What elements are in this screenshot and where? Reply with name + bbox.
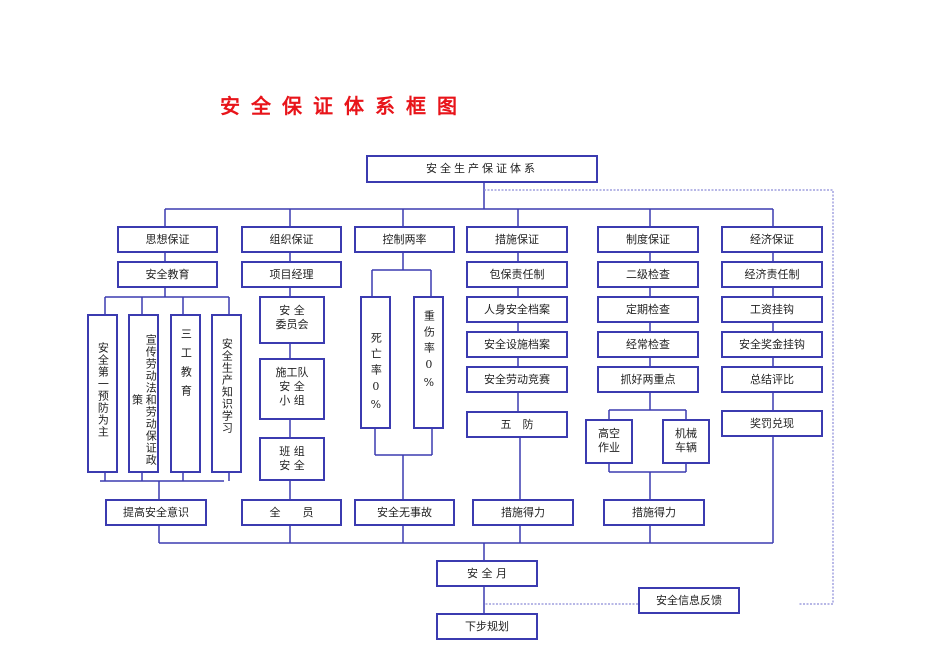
- node-fatality-rate: 死亡率0%: [360, 296, 391, 429]
- node-personal-safety-file: 人身安全档案: [466, 296, 568, 323]
- node-safety-feedback: 安全信息反馈: [638, 587, 740, 614]
- node-labor-law: 宣传劳动法和劳动保证政策: [128, 314, 159, 473]
- node-machinery-vehicles: 机械 车辆: [662, 419, 710, 464]
- node-safety-month: 安 全 月: [436, 560, 538, 587]
- result-no-accident: 安全无事故: [354, 499, 455, 526]
- node-facility-file: 安全设施档案: [466, 331, 568, 358]
- node-summary-evaluation: 总结评比: [721, 366, 823, 393]
- node-crew-safety: 班 组 安 全: [259, 437, 325, 481]
- node-safety-education: 安全教育: [117, 261, 218, 288]
- node-economic-responsibility: 经济责任制: [721, 261, 823, 288]
- header-economic: 经济保证: [721, 226, 823, 253]
- header-ideology: 思想保证: [117, 226, 218, 253]
- node-two-level-check: 二级检查: [597, 261, 699, 288]
- node-two-key-points: 抓好两重点: [597, 366, 699, 393]
- node-labor-competition: 安全劳动竞赛: [466, 366, 568, 393]
- node-injury-rate: 重伤率0%: [413, 296, 444, 429]
- node-periodic-check: 定期检查: [597, 296, 699, 323]
- node-five-prevention: 五 防: [466, 411, 568, 438]
- node-team-safety-group: 施工队 安 全 小 组: [259, 358, 325, 420]
- header-control-rates: 控制两率: [354, 226, 455, 253]
- node-next-plan: 下步规划: [436, 613, 538, 640]
- node-high-altitude-work: 高空 作业: [585, 419, 633, 464]
- header-organization: 组织保证: [241, 226, 342, 253]
- result-raise-awareness: 提高安全意识: [105, 499, 207, 526]
- header-measures: 措施保证: [466, 226, 568, 253]
- header-system: 制度保证: [597, 226, 699, 253]
- node-responsibility-system: 包保责任制: [466, 261, 568, 288]
- node-safety-committee: 安 全 委员会: [259, 296, 325, 344]
- node-safety-first: 安全第一预防为主: [87, 314, 118, 473]
- node-routine-check: 经常检查: [597, 331, 699, 358]
- root-node: 安全生产保证体系: [366, 155, 598, 183]
- node-wage-linkage: 工资挂钩: [721, 296, 823, 323]
- node-three-level-education: 三工教育: [170, 314, 201, 473]
- result-effective-measures-2: 措施得力: [603, 499, 705, 526]
- node-reward-penalty: 奖罚兑现: [721, 410, 823, 437]
- node-safety-knowledge: 安全生产知识学习: [211, 314, 242, 473]
- result-all-staff: 全 员: [241, 499, 342, 526]
- result-effective-measures-1: 措施得力: [472, 499, 574, 526]
- node-project-manager: 项目经理: [241, 261, 342, 288]
- node-bonus-linkage: 安全奖金挂钩: [721, 331, 823, 358]
- diagram-title: 安全保证体系框图: [220, 94, 468, 118]
